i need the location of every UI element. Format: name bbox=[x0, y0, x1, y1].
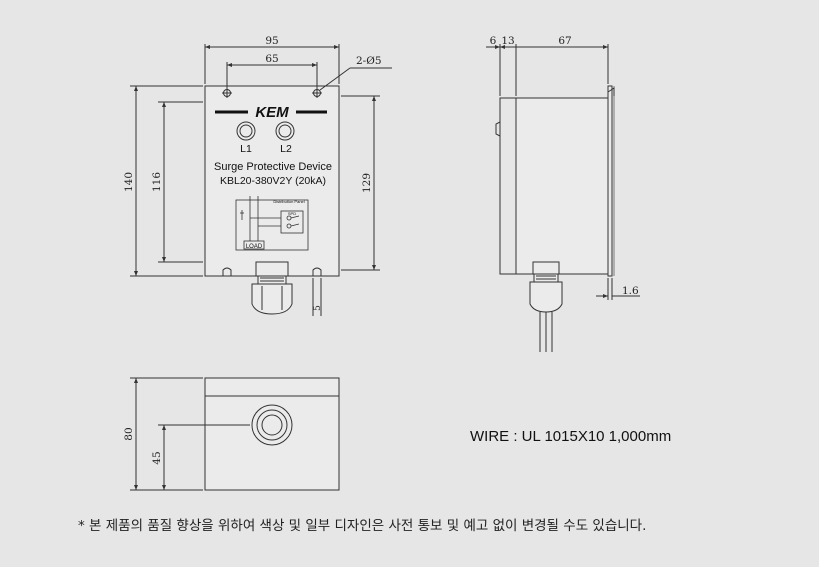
dim-hole-spacing: 65 bbox=[265, 53, 278, 65]
led-label-l2: L2 bbox=[280, 143, 292, 155]
dim-width: 95 bbox=[265, 35, 278, 47]
dim-side-c: 67 bbox=[558, 35, 571, 47]
product-name: Surge Protective Device bbox=[214, 161, 332, 173]
led-label-l1: L1 bbox=[240, 143, 252, 155]
dim-height-hole: 116 bbox=[151, 172, 163, 192]
led-l2 bbox=[275, 121, 295, 141]
gland-opening bbox=[251, 404, 293, 446]
schematic-load-label: LOAD bbox=[246, 244, 263, 250]
bottom-body bbox=[204, 377, 340, 491]
disclaimer-note: * 본 제품의 품질 향상을 위하여 색상 및 일부 디자인은 사전 통보 및 … bbox=[78, 518, 647, 534]
dim-side-a: 6 bbox=[490, 35, 497, 47]
wall-plate bbox=[607, 85, 613, 277]
dim-bottom-height: 80 bbox=[123, 427, 135, 440]
brand-logo: KEM bbox=[255, 104, 289, 121]
dim-hole-callout: 2-Ø5 bbox=[356, 55, 382, 67]
wire-specification: WIRE : UL 1015X10 1,000mm bbox=[470, 428, 672, 445]
mounting-hole-right bbox=[312, 88, 322, 98]
front-view-text: 95 65 2-Ø5 140 116 129 5 KEM L1 L2 Surge… bbox=[123, 35, 382, 311]
mounting-slot-left bbox=[222, 267, 232, 276]
dim-slot: 5 bbox=[313, 305, 323, 311]
side-view-text: 6 13 67 1.6 bbox=[490, 35, 639, 297]
bottom-view bbox=[130, 377, 340, 491]
front-enclosure bbox=[204, 85, 340, 277]
wire-leads bbox=[539, 312, 553, 352]
dim-side-b: 13 bbox=[501, 35, 514, 47]
bottom-view-text: 80 45 bbox=[123, 427, 163, 464]
cable-gland-front bbox=[251, 261, 293, 315]
dim-height-right: 129 bbox=[361, 173, 373, 193]
mounting-hole-left bbox=[222, 88, 232, 98]
side-body bbox=[515, 97, 609, 275]
side-view bbox=[486, 44, 640, 352]
front-view bbox=[130, 44, 392, 316]
schematic-panel-label: Distribution Panel bbox=[273, 199, 304, 204]
dim-bottom-center: 45 bbox=[151, 451, 163, 464]
dim-thickness: 1.6 bbox=[622, 285, 639, 297]
cover-lip bbox=[499, 97, 516, 275]
schematic-spd-label: SPD bbox=[288, 211, 296, 216]
cable-gland-side bbox=[529, 261, 563, 313]
model-number: KBL20-380V2Y (20kA) bbox=[220, 175, 326, 187]
mounting-slot-right bbox=[312, 267, 322, 276]
wiring-schematic bbox=[235, 196, 309, 251]
led-l1 bbox=[236, 121, 256, 141]
dim-height-total: 140 bbox=[123, 172, 135, 192]
